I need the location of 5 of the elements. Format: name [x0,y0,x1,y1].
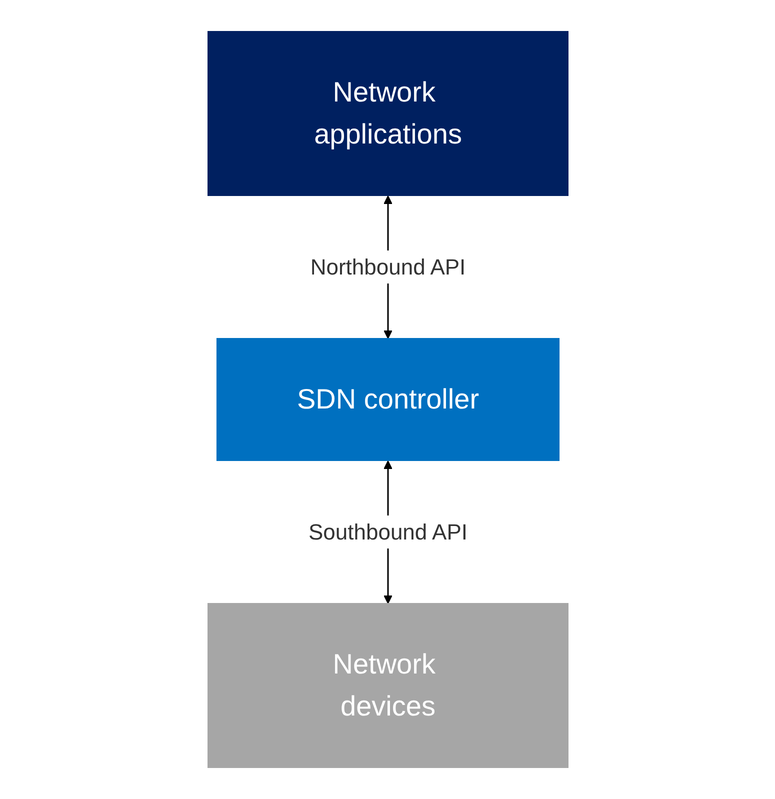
edge-label: Southbound API [308,520,468,544]
node-box: Network applications [207,31,568,196]
node-box: Network devices [207,603,568,768]
node-box: SDN controller [216,338,560,461]
edge-label: Northbound API [310,254,466,280]
